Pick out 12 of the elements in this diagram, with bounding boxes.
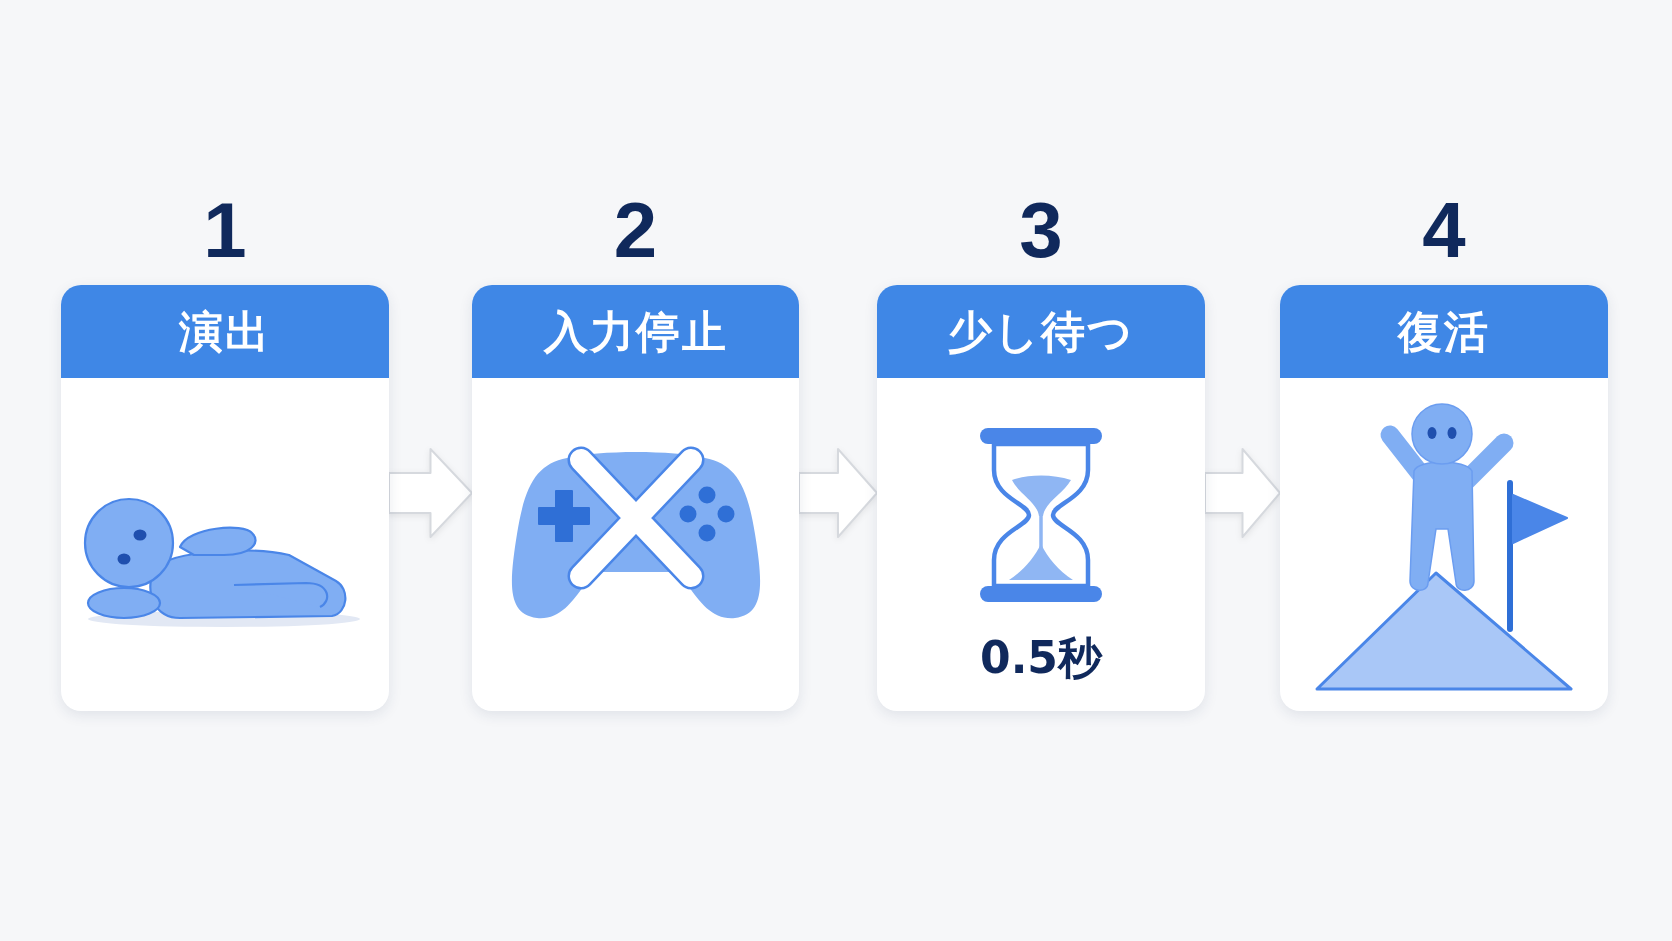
step-number: 1 bbox=[202, 187, 248, 273]
step-header: 演出 bbox=[61, 285, 389, 378]
step-number: 4 bbox=[1421, 187, 1467, 273]
duration-text: 0.5秒 bbox=[980, 631, 1102, 685]
step-header: 少し待つ bbox=[877, 285, 1205, 378]
block-arrow bbox=[1204, 448, 1281, 538]
step-number: 3 bbox=[1018, 187, 1064, 273]
step-header: 入力停止 bbox=[472, 285, 799, 378]
step-header: 復活 bbox=[1280, 285, 1608, 378]
block-arrow bbox=[388, 448, 473, 538]
block-arrow bbox=[798, 448, 878, 538]
step-number: 2 bbox=[612, 187, 659, 273]
